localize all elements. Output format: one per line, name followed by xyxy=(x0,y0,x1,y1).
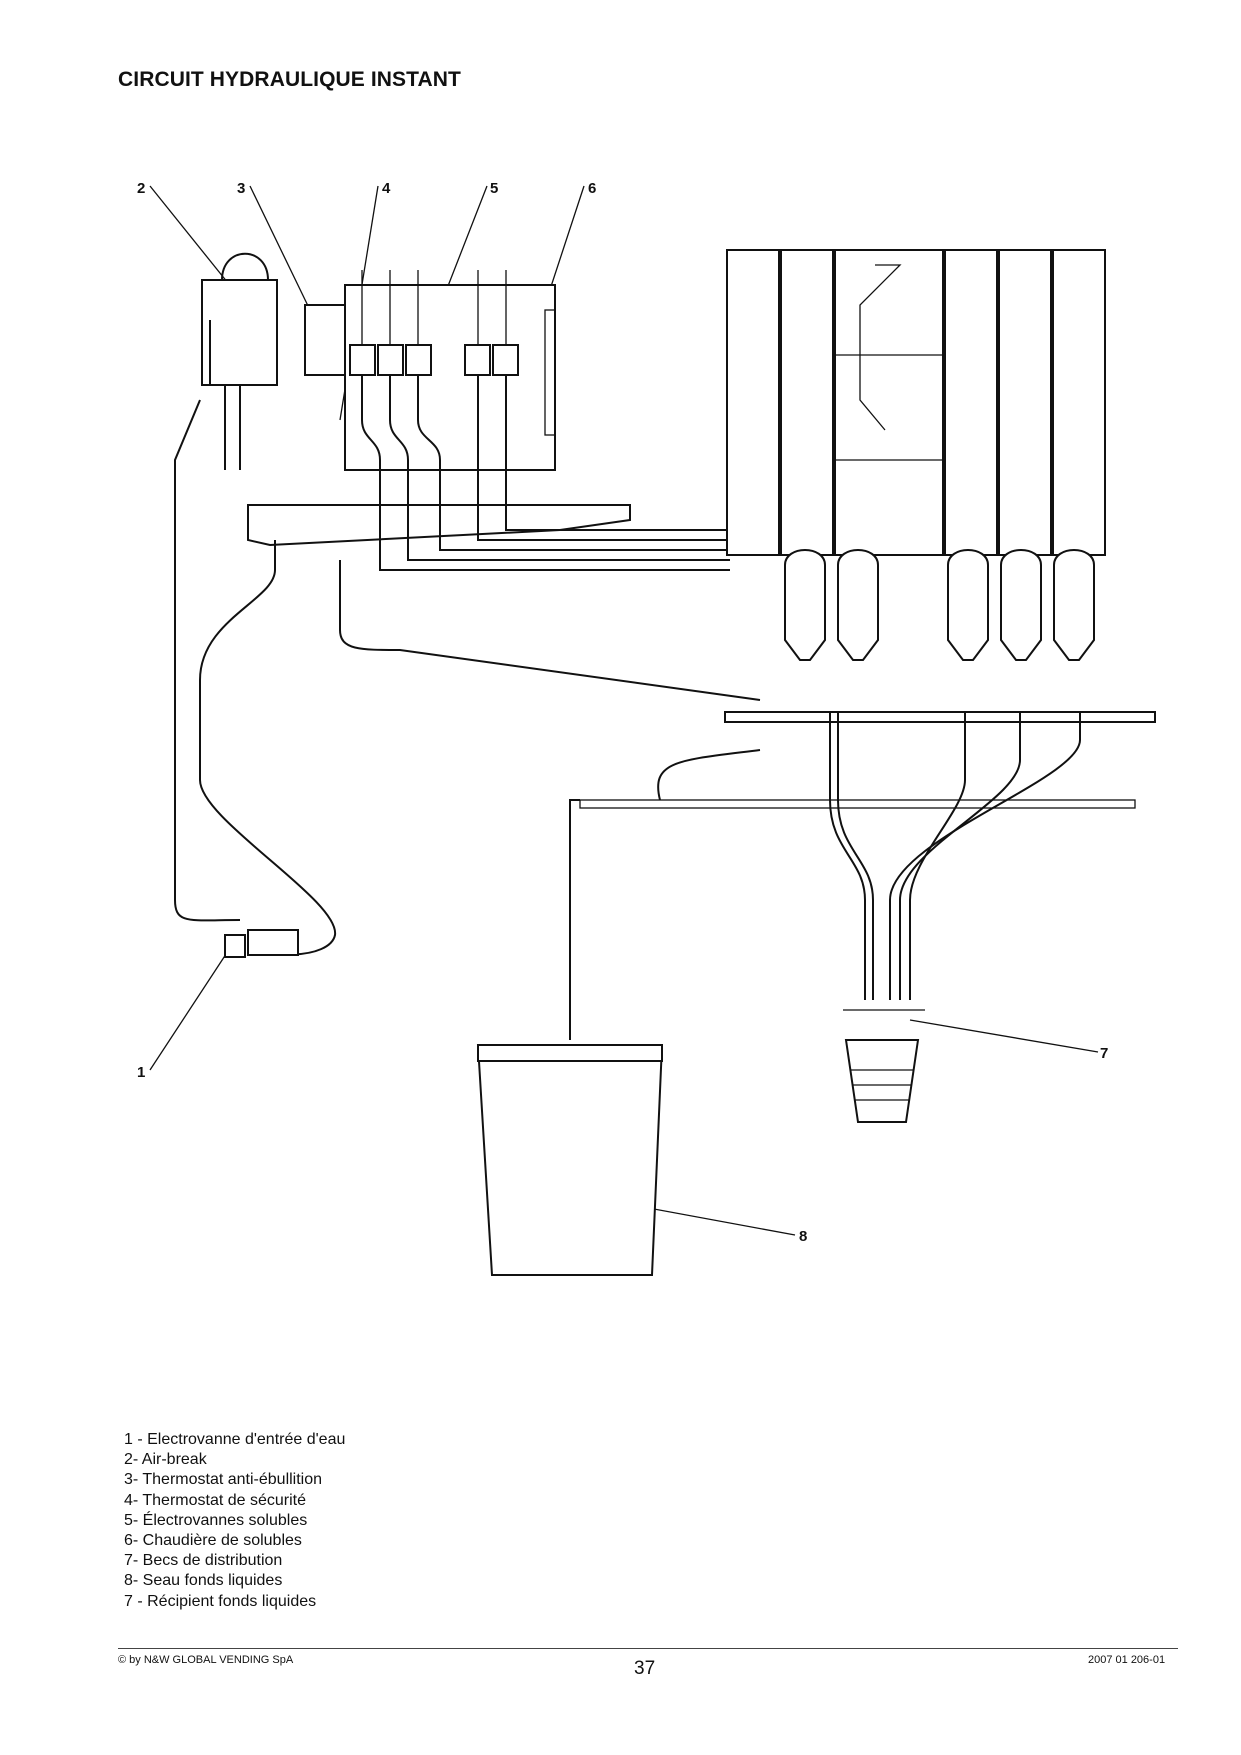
callout-7: 7 xyxy=(1100,1045,1108,1062)
legend-item: 2- Air-break xyxy=(124,1451,207,1469)
footer-copyright: © by N&W GLOBAL VENDING SpA xyxy=(118,1654,294,1666)
callout-numbers: 1 2 3 4 5 6 7 8 xyxy=(137,180,1108,1245)
powder-canisters xyxy=(726,249,1106,556)
liquid-waste-bucket xyxy=(476,1044,664,1276)
footer-divider xyxy=(118,1648,1178,1649)
callout-5: 5 xyxy=(490,180,498,197)
page-title: CIRCUIT HYDRAULIQUE INSTANT xyxy=(118,68,461,91)
footer-doc-code: 2007 01 206-01 xyxy=(1088,1654,1166,1666)
legend-item: 4- Thermostat de sécurité xyxy=(124,1491,307,1509)
legend: 1 - Electrovanne d'entrée d'eau 2- Air-b… xyxy=(124,1430,345,1612)
callout-8: 8 xyxy=(799,1228,807,1245)
liquid-waste-cup xyxy=(844,1039,920,1123)
callout-4: 4 xyxy=(382,180,391,197)
callout-3: 3 xyxy=(237,180,245,197)
legend-item: 8- Seau fonds liquides xyxy=(124,1572,283,1590)
dispensing-support xyxy=(579,711,1156,809)
air-break xyxy=(201,252,278,470)
callout-2: 2 xyxy=(137,180,145,197)
solenoid-valves xyxy=(349,270,519,376)
solubles-boiler xyxy=(304,284,556,471)
dispensing-nozzles xyxy=(829,712,1081,1011)
mixing-bowls xyxy=(784,549,1095,661)
legend-item: 6- Chaudière de solubles xyxy=(124,1532,302,1550)
legend-item: 5- Électrovannes solubles xyxy=(124,1511,308,1529)
legend-item: 7 - Récipient fonds liquides xyxy=(124,1592,317,1610)
callout-6: 6 xyxy=(588,180,596,197)
water-inlet-tubes xyxy=(174,399,337,958)
footer-page-number: 37 xyxy=(634,1658,656,1679)
legend-item: 1 - Electrovanne d'entrée d'eau xyxy=(124,1431,346,1448)
callout-1: 1 xyxy=(137,1064,145,1081)
legend-item: 7- Becs de distribution xyxy=(124,1552,283,1570)
drain-tubes xyxy=(339,560,761,1040)
legend-item: 3- Thermostat anti-ébullition xyxy=(124,1471,323,1489)
solubles-tubes xyxy=(361,375,730,571)
